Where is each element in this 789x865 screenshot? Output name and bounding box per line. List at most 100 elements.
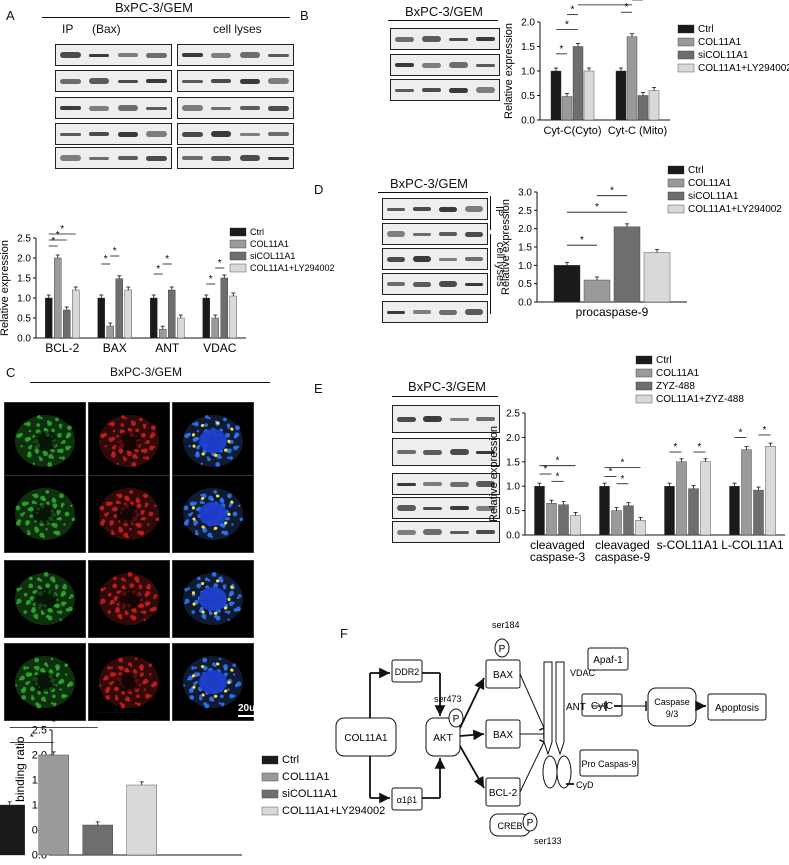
band [146, 52, 167, 58]
panel-c-letter: C [6, 365, 16, 380]
pathway-edge [459, 677, 485, 729]
ant-label: ANT [566, 702, 586, 713]
band [146, 79, 167, 83]
band [438, 232, 458, 236]
svg-text:BCL-2: BCL-2 [489, 788, 518, 799]
band [88, 132, 110, 136]
micrograph-image [183, 415, 243, 467]
band [386, 207, 406, 211]
svg-text:BAX: BAX [493, 670, 513, 681]
micrograph-image [99, 488, 160, 540]
band [182, 79, 203, 83]
band [412, 207, 432, 211]
svg-text:α1β1: α1β1 [397, 795, 417, 805]
band [421, 88, 442, 92]
band [464, 309, 484, 315]
svg-text:P: P [527, 818, 534, 829]
panel-b-header: BxPC-3/GEM [405, 4, 484, 19]
micrograph [172, 475, 254, 553]
band [412, 256, 432, 262]
band [60, 78, 81, 84]
panel-d-header-line [378, 192, 488, 193]
panel-a-header-line [42, 17, 290, 18]
panel-a: A BxPC-3/GEM IP (Bax) cell lyses [0, 0, 300, 365]
svg-text:P: P [499, 644, 506, 655]
band [448, 87, 469, 93]
vdac-label: VDAC [570, 668, 596, 678]
band [449, 417, 469, 421]
blot-strip [392, 405, 500, 433]
node-cytc: CytC [581, 693, 623, 717]
svg-text:Apoptosis: Apoptosis [715, 703, 759, 714]
band [239, 155, 261, 161]
node-ddr2: DDR2 [391, 659, 423, 683]
micrograph-image [99, 571, 159, 625]
band [396, 505, 416, 511]
pathway-edge [519, 673, 545, 729]
mitochondrial-channel [542, 661, 572, 789]
band [396, 416, 416, 422]
scale-bar-label: 20um [238, 703, 265, 714]
band [449, 506, 469, 510]
band [268, 105, 289, 111]
panel-b-header-line [388, 20, 498, 21]
band [438, 309, 458, 315]
node-akt: AKT [425, 717, 461, 757]
band [60, 155, 81, 161]
band [117, 131, 139, 137]
band [239, 52, 261, 58]
micrograph [88, 643, 170, 721]
band [421, 36, 442, 42]
blot-strip [55, 147, 172, 169]
panel-e-letter: E [314, 381, 323, 396]
blot-strip [177, 147, 294, 169]
band [117, 53, 139, 57]
band [239, 78, 261, 84]
svg-text:Apaf-1: Apaf-1 [593, 655, 623, 666]
svg-text:BAX: BAX [493, 730, 513, 741]
band [182, 105, 203, 111]
micrograph [88, 475, 170, 553]
band [146, 131, 167, 137]
panel-d-cell-label: cell lyses [494, 242, 506, 287]
band [239, 132, 261, 136]
band [60, 106, 81, 110]
node-bcl-2: BCL-2 [485, 777, 521, 807]
blot-strip [177, 44, 294, 66]
band [146, 106, 167, 110]
blot-strip [55, 70, 172, 92]
blot-strip [55, 123, 172, 145]
micrograph [172, 560, 254, 638]
panel-d: D BxPC-3/GEM IP cell lyses [300, 172, 789, 365]
band [146, 155, 167, 161]
band [210, 79, 232, 83]
blot-strip [390, 54, 500, 76]
phospho-site: P [522, 812, 538, 832]
band [268, 156, 289, 160]
band [386, 310, 406, 314]
panel-a-letter: A [6, 8, 15, 23]
panel-d-ip-bracket [490, 196, 491, 230]
band [464, 282, 484, 286]
panel-b-letter: B [300, 8, 309, 23]
band [423, 506, 443, 510]
band [448, 62, 469, 68]
band [182, 156, 203, 160]
band [476, 417, 496, 421]
band [423, 416, 443, 422]
node-1-1: α1β1 [391, 787, 423, 811]
pathway-edge [519, 741, 545, 793]
band [449, 449, 469, 455]
micrograph-image [99, 415, 159, 467]
blot-strip [177, 123, 294, 145]
blot-strip [55, 44, 172, 66]
band [464, 206, 484, 212]
panel-a-header: BxPC-3/GEM [115, 0, 194, 15]
band [394, 36, 415, 42]
panel-e: E BxPC-3/GEM [300, 365, 789, 585]
node-bax: BAX [485, 719, 521, 749]
cyd-label: CyD [576, 780, 594, 790]
pathway-diagram: COL11A1DDR2α1β1AKTBAXBAXBCL-2CREBApaf-1C… [335, 620, 767, 846]
band [396, 529, 416, 535]
